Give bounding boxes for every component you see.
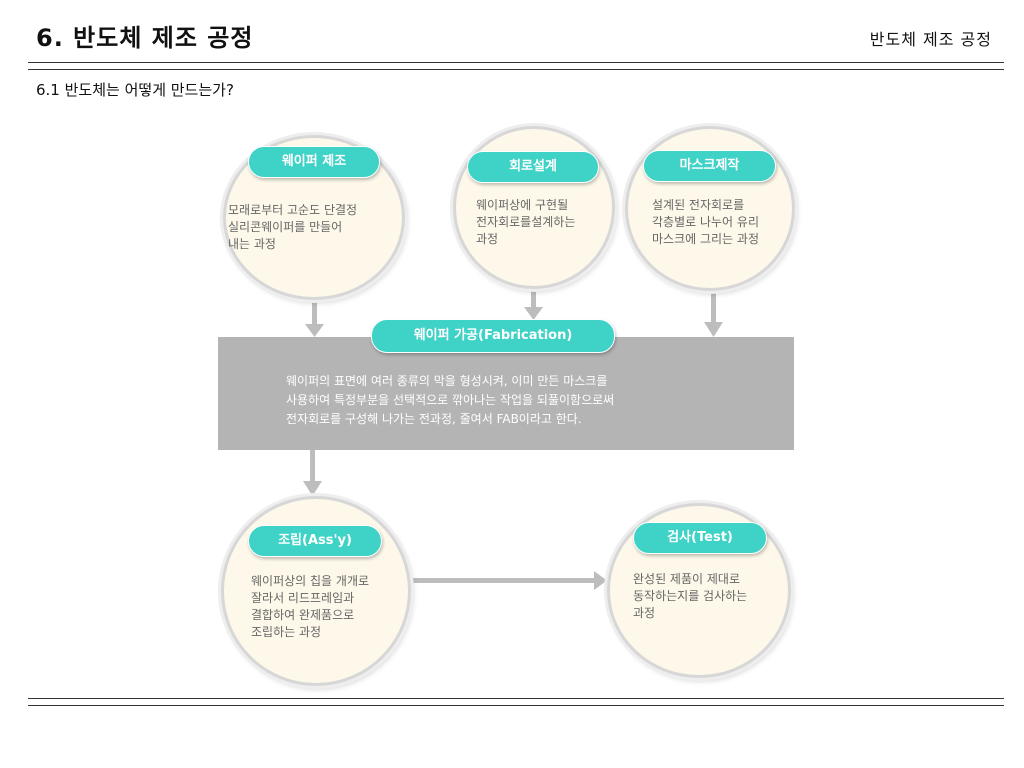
wafer-manufacturing-label: 웨이퍼 제조 <box>248 146 380 178</box>
header-divider-top <box>28 62 1004 63</box>
arrow-design-to-fab-shaft <box>531 287 536 309</box>
arrow-fab-to-assembly-head <box>303 481 322 496</box>
arrow-assembly-to-test-head <box>594 571 607 590</box>
footer-divider-top <box>28 698 1004 699</box>
page-title: 6. 반도체 제조 공정 <box>36 24 254 52</box>
fabrication-box <box>218 337 794 450</box>
arrow-wafer-to-fab-shaft <box>312 298 317 326</box>
test-description: 완성된 제품이 제대로 동작하는지를 검사하는 과정 <box>633 572 748 620</box>
footer-divider-bottom <box>28 705 1004 706</box>
arrow-mask-to-fab-shaft <box>711 290 716 324</box>
arrow-mask-to-fab-head <box>704 322 723 337</box>
header-divider-bottom <box>28 69 1004 70</box>
arrow-fab-to-assembly-shaft <box>310 450 315 483</box>
arrow-design-to-fab-head <box>524 307 543 320</box>
wafer-manufacturing-description: 모래로부터 고순도 단결정 실리콘웨이퍼를 만들어 내는 과정 <box>228 203 358 251</box>
mask-making-label: 마스크제작 <box>643 150 776 182</box>
arrow-wafer-to-fab-head <box>305 324 324 337</box>
arrow-assembly-to-test-shaft <box>410 578 596 583</box>
assembly-description: 웨이퍼상의 칩을 개개로 잘라서 리드프레임과 결합하여 완제품으로 조립하는 … <box>251 574 370 639</box>
header-section-label: 반도체 제조 공정 <box>869 30 992 49</box>
fabrication-description: 웨이퍼의 표면에 여러 종류의 막을 형성시켜, 이미 만든 마스크를 사용하여… <box>286 374 615 426</box>
assembly-label: 조립(Ass'y) <box>248 525 382 557</box>
circuit-design-label: 회로설계 <box>467 151 599 183</box>
mask-making-description: 설계된 전자회로를 각층별로 나누어 유리 마스크에 그리는 과정 <box>652 198 759 246</box>
section-title: 6.1 반도체는 어떻게 만드는가? <box>36 81 234 99</box>
circuit-design-description: 웨이퍼상에 구현될 전자회로를설계하는 과정 <box>476 198 576 246</box>
fabrication-label: 웨이퍼 가공(Fabrication) <box>371 319 615 353</box>
test-label: 검사(Test) <box>633 522 767 554</box>
